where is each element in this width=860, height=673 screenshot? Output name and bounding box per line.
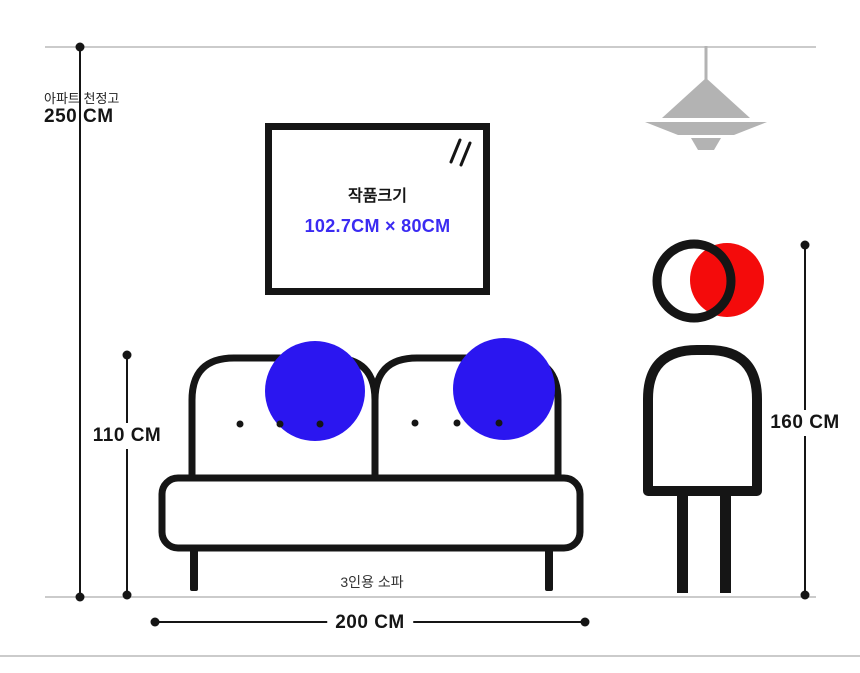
ceiling-height-caption: 아파트 천정고 bbox=[44, 91, 120, 106]
person-height-value: 160 CM bbox=[762, 410, 848, 436]
artwork-frame: 작품크기 102.7CM × 80CM bbox=[265, 123, 490, 295]
standing-person-figure bbox=[643, 239, 764, 593]
person-torso bbox=[643, 345, 762, 496]
sofa-height-dimension bbox=[122, 350, 132, 600]
sofa-leg-left bbox=[190, 540, 198, 591]
sofa-buttons bbox=[236, 419, 503, 428]
person-head-ring bbox=[652, 239, 736, 323]
person-leg-right bbox=[720, 491, 731, 593]
ceiling-height-value: 250 CM bbox=[44, 106, 114, 127]
lamp-shade-bottom bbox=[691, 138, 721, 150]
sofa-base bbox=[158, 474, 584, 552]
pendant-lamp-icon bbox=[645, 46, 767, 150]
sofa-caption: 3인용 소파 bbox=[340, 574, 404, 590]
ceiling-height-dimension bbox=[75, 42, 85, 602]
artwork-size-value: 102.7CM × 80CM bbox=[304, 215, 451, 236]
three-seat-sofa-figure bbox=[158, 338, 584, 591]
sofa-leg-right bbox=[545, 540, 553, 591]
sofa-height-value: 110 CM bbox=[84, 423, 170, 449]
frame-glare-icon bbox=[449, 138, 472, 167]
accent-circle-blue-left bbox=[265, 341, 365, 441]
lamp-shade-top bbox=[662, 78, 750, 118]
artwork-size-title: 작품크기 bbox=[348, 187, 407, 205]
sofa-width-value: 200 CM bbox=[327, 610, 413, 636]
lamp-shade-middle bbox=[645, 122, 767, 135]
accent-circle-blue-right bbox=[453, 338, 555, 440]
person-leg-left bbox=[677, 491, 688, 593]
